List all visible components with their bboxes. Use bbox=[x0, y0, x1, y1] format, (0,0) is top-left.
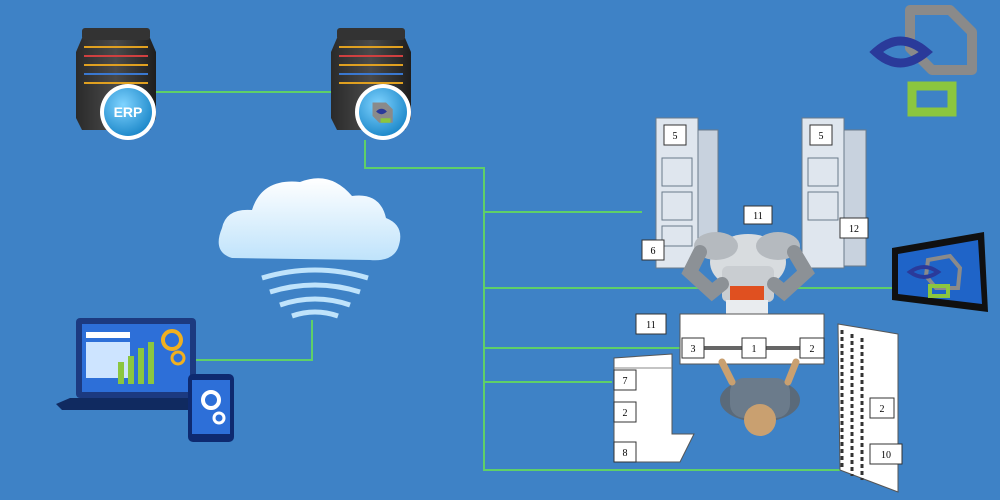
wireless-cloud-icon bbox=[218, 178, 401, 319]
svg-text:2: 2 bbox=[880, 404, 885, 415]
monitor-logo-icon[interactable] bbox=[892, 232, 988, 312]
logo-server[interactable] bbox=[331, 28, 411, 140]
erp-server-icon bbox=[104, 88, 152, 136]
svg-text:5: 5 bbox=[673, 131, 678, 142]
svg-text:6: 6 bbox=[651, 246, 656, 257]
label-rack-right-box: 12 bbox=[839, 217, 869, 239]
svg-text:2: 2 bbox=[810, 344, 815, 355]
server-logo-mark bbox=[372, 102, 393, 123]
tablet-gears-icon[interactable] bbox=[188, 374, 234, 442]
erp-label: ERP bbox=[114, 104, 143, 120]
svg-text:12: 12 bbox=[849, 224, 859, 235]
company-logo bbox=[869, 5, 977, 117]
label-bench-center: 1 bbox=[741, 337, 767, 359]
label-table-left: 11 bbox=[635, 313, 667, 335]
svg-text:11: 11 bbox=[753, 211, 763, 222]
erp-server[interactable]: ERP bbox=[76, 28, 156, 140]
label-panel-bottom: 10 bbox=[869, 443, 903, 465]
svg-text:1: 1 bbox=[752, 344, 757, 355]
dual-arm-robot bbox=[681, 232, 815, 326]
label-panel-mid: 2 bbox=[869, 397, 895, 419]
svg-text:5: 5 bbox=[819, 131, 824, 142]
laptop-dashboard-icon[interactable] bbox=[56, 318, 220, 410]
label-shelf-mid: 2 bbox=[613, 401, 637, 423]
svg-text:8: 8 bbox=[623, 448, 628, 459]
svg-text:2: 2 bbox=[623, 408, 628, 419]
label-rack-right: 5 bbox=[809, 124, 833, 146]
workcell-labels: 5 5 6 11 12 11 3 1 bbox=[613, 124, 903, 465]
svg-text:3: 3 bbox=[691, 344, 696, 355]
operator-figure bbox=[718, 358, 800, 436]
network-connectors bbox=[150, 91, 892, 471]
svg-text:10: 10 bbox=[881, 450, 891, 461]
svg-text:7: 7 bbox=[623, 376, 628, 387]
svg-text:11: 11 bbox=[646, 320, 656, 331]
device-link bbox=[196, 320, 313, 361]
label-shelf-bottom: 8 bbox=[613, 441, 637, 463]
label-shelf-top: 7 bbox=[613, 369, 637, 391]
label-center-top: 11 bbox=[743, 205, 773, 225]
label-bench-right: 2 bbox=[799, 337, 825, 359]
label-base-left: 6 bbox=[641, 239, 665, 261]
label-rack-left: 5 bbox=[663, 124, 687, 146]
trunk-line bbox=[364, 140, 840, 471]
label-bench-left: 3 bbox=[681, 337, 705, 359]
